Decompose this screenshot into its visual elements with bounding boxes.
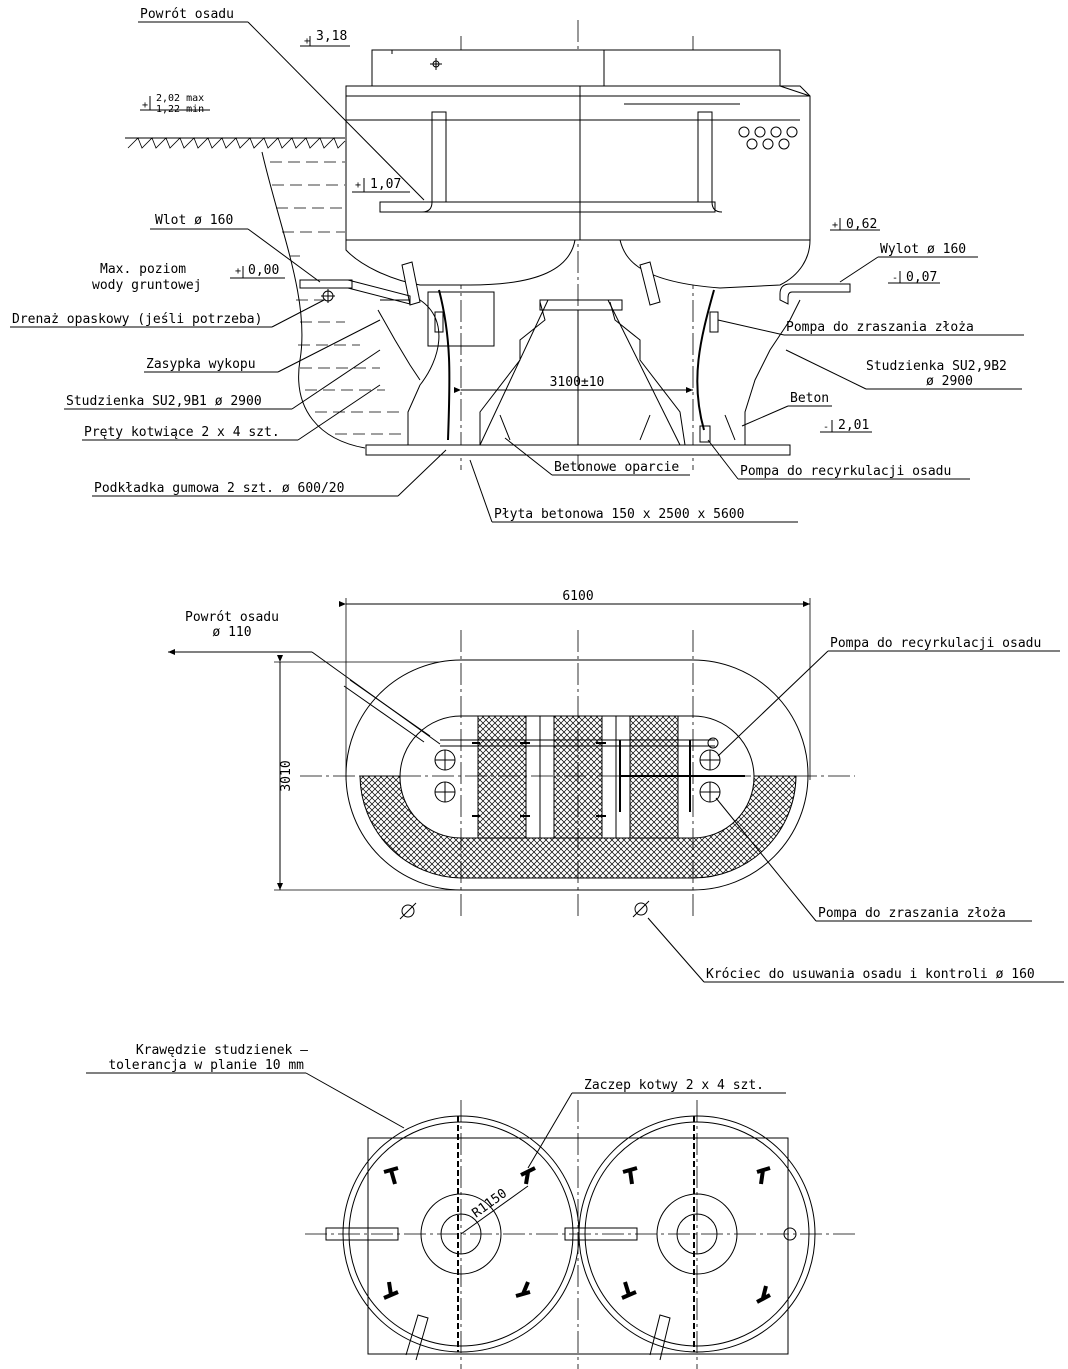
dimension-spacing: 3100±10 — [454, 375, 693, 393]
svg-text:+: + — [355, 180, 361, 191]
svg-text:3,18: 3,18 — [316, 29, 347, 44]
svg-text:Studzienka SU2,9B2: Studzienka SU2,9B2 — [866, 359, 1007, 374]
label-prety: Pręty kotwiące 2 x 4 szt. — [82, 384, 381, 441]
svg-text:+: + — [832, 220, 838, 231]
svg-text:tolerancja w planie 10 mm: tolerancja w planie 10 mm — [108, 1058, 304, 1073]
outlet-pipe — [779, 283, 851, 305]
level-ground: + 2,02 max 1,22 min — [140, 93, 210, 115]
svg-text:Płyta betonowa 150 x 2500 x 56: Płyta betonowa 150 x 2500 x 5600 — [494, 507, 744, 522]
media-block-1 — [477, 715, 527, 839]
label-betonowe-oparcie: Betonowe oparcie — [504, 437, 690, 476]
distribution-pipes — [440, 737, 745, 817]
inspection-ports — [399, 749, 721, 920]
svg-text:Króciec do usuwania osadu i ko: Króciec do usuwania osadu i kontroli ø 1… — [706, 967, 1035, 982]
foundation-plan: R1150 Krawędzie studzienek – tolerancja … — [86, 1043, 855, 1369]
label-plyta: Płyta betonowa 150 x 2500 x 5600 — [469, 459, 798, 523]
right-lower-chamber — [575, 239, 811, 446]
svg-text:Betonowe oparcie: Betonowe oparcie — [554, 460, 679, 475]
dimension-height: 3010 — [274, 655, 460, 891]
label-wylot: Wylot ø 160 — [839, 242, 978, 283]
label-pompa-zraszania: Pompa do zraszania złoża — [717, 319, 1024, 336]
label-max-poziom: Max. poziom wody gruntowej — [92, 262, 202, 293]
label-zasypka: Zasypka wykopu — [144, 319, 381, 373]
dimension-spacing-text: 3100±10 — [550, 375, 605, 390]
label-beton: Beton — [741, 391, 832, 427]
tank-body — [345, 85, 811, 268]
svg-text:Max. poziom: Max. poziom — [100, 262, 186, 277]
top-cover — [371, 49, 781, 87]
label-studzienka-b2: Studzienka SU2,9B2 ø 2900 — [785, 349, 1022, 390]
svg-text:ø 110: ø 110 — [212, 625, 251, 640]
dimension-width-text: 6100 — [562, 589, 593, 604]
svg-text:-: - — [892, 273, 898, 284]
ground-surface — [125, 137, 346, 149]
anchor-hooks — [383, 1166, 771, 1304]
svg-text:Pompa do recyrkulacji osadu: Pompa do recyrkulacji osadu — [740, 464, 951, 479]
svg-text:0,00: 0,00 — [248, 263, 279, 278]
label-studzienka-b1: Studzienka SU2,9B1 ø 2900 — [64, 349, 381, 410]
svg-text:Pompa do zraszania złoża: Pompa do zraszania złoża — [786, 320, 974, 335]
level-outlet-bottom: - 0,07 — [888, 270, 940, 285]
foundation-label-zaczep: Zaczep kotwy 2 x 4 szt. — [527, 1078, 786, 1169]
label-wlot: Wlot ø 160 — [150, 213, 321, 283]
level-water: + 0,00 — [230, 263, 285, 279]
svg-text:Powrót osadu: Powrót osadu — [140, 7, 234, 22]
label-podkladka: Podkładka gumowa 2 szt. ø 600/20 — [92, 449, 447, 497]
pumps — [401, 261, 719, 443]
svg-text:1,22 min: 1,22 min — [156, 104, 204, 115]
excavation-backfill — [261, 151, 405, 449]
plan-view: 6100 3010 — [168, 589, 1064, 983]
dimension-height-text: 3010 — [279, 760, 294, 791]
svg-text:Studzienka SU2,9B1 ø 2900: Studzienka SU2,9B1 ø 2900 — [66, 394, 262, 409]
level-bottom: - 2,01 — [820, 418, 872, 433]
svg-text:Zasypka wykopu: Zasypka wykopu — [146, 357, 256, 372]
svg-text:0,07: 0,07 — [906, 270, 937, 285]
svg-text:2,02 max: 2,02 max — [156, 93, 204, 104]
plan-label-powrot: Powrót osadu ø 110 — [168, 610, 441, 745]
plan-label-pompa-recyrkulacji: Pompa do recyrkulacji osadu — [717, 636, 1060, 757]
svg-text:Pręty kotwiące 2 x 4 szt.: Pręty kotwiące 2 x 4 szt. — [84, 425, 280, 440]
svg-text:wody gruntowej: wody gruntowej — [92, 278, 202, 293]
radius-dimension: R1150 — [460, 1185, 529, 1235]
svg-text:Pompa do recyrkulacji osadu: Pompa do recyrkulacji osadu — [830, 636, 1041, 651]
foundation-pipes — [325, 1227, 797, 1361]
foundation-label-krawedzie: Krawędzie studzienek – tolerancja w plan… — [86, 1043, 405, 1129]
svg-text:0,62: 0,62 — [846, 217, 877, 232]
level-inlet: + 1,07 — [352, 177, 410, 193]
svg-text:Powrót osadu: Powrót osadu — [185, 610, 279, 625]
left-lower-chamber — [345, 239, 576, 445]
svg-text:Podkładka gumowa 2 szt. ø 600/: Podkładka gumowa 2 szt. ø 600/20 — [94, 481, 344, 496]
plan-label-krociec: Króciec do usuwania osadu i kontroli ø 1… — [647, 917, 1064, 983]
label-pompa-recyrkulacji: Pompa do recyrkulacji osadu — [707, 439, 970, 480]
svg-text:+: + — [304, 36, 310, 47]
inlet-pipe — [299, 279, 411, 305]
svg-text:1,07: 1,07 — [370, 177, 401, 192]
svg-text:-: - — [823, 422, 829, 433]
svg-text:Wlot ø 160: Wlot ø 160 — [155, 213, 233, 228]
section-view: 3100±10 + 3,18 + 2,02 max 1,22 min + 1,0… — [10, 7, 1024, 523]
level-outlet-top: + 0,62 — [830, 217, 880, 232]
svg-text:Beton: Beton — [790, 391, 829, 406]
dimension-width: 6100 — [339, 589, 811, 780]
svg-text:ø 2900: ø 2900 — [926, 374, 973, 389]
svg-text:Pompa do zraszania złoża: Pompa do zraszania złoża — [818, 906, 1006, 921]
concrete-supports — [479, 299, 736, 446]
svg-text:2,01: 2,01 — [838, 418, 869, 433]
plan-label-pompa-zraszania: Pompa do zraszania złoża — [715, 797, 1032, 922]
svg-text:Krawędzie studzienek –: Krawędzie studzienek – — [136, 1043, 308, 1058]
base-plate — [365, 444, 791, 456]
label-drenaz: Drenaż opaskowy (jeśli potrzeba) — [10, 299, 325, 328]
svg-text:+: + — [142, 100, 148, 111]
label-powrot-osadu: Powrót osadu — [138, 7, 425, 201]
svg-text:Zaczep kotwy 2 x 4 szt.: Zaczep kotwy 2 x 4 szt. — [584, 1078, 764, 1093]
svg-text:Drenaż opaskowy (jeśli potrzeb: Drenaż opaskowy (jeśli potrzeba) — [12, 312, 262, 327]
svg-text:+: + — [235, 266, 241, 277]
level-top: + 3,18 — [300, 29, 350, 47]
svg-text:Wylot ø 160: Wylot ø 160 — [880, 242, 966, 257]
